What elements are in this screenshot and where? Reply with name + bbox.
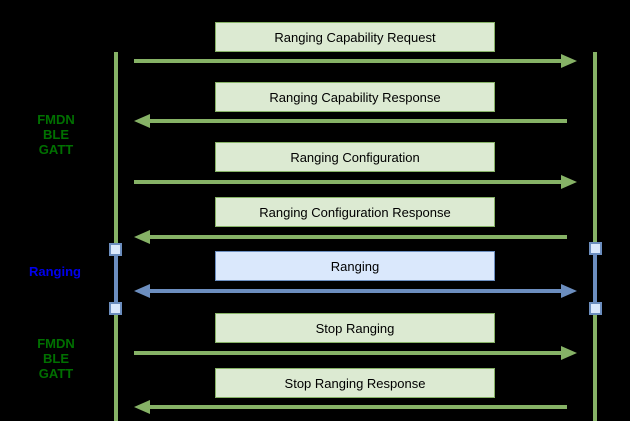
arrowhead-left-icon	[134, 284, 150, 298]
message-box-ranging-capability-response: Ranging Capability Response	[215, 82, 495, 112]
arrow-shaft	[148, 235, 567, 239]
arrowhead-left-icon	[134, 230, 150, 244]
label-line: FMDN	[37, 112, 75, 127]
activation-marker-right-top	[589, 242, 602, 255]
arrowhead-right-icon	[561, 54, 577, 68]
activation-marker-left-bottom	[109, 302, 122, 315]
arrow-shaft	[134, 180, 563, 184]
lifeline-right-ranging-segment	[593, 249, 597, 309]
message-box-ranging-configuration-response: Ranging Configuration Response	[215, 197, 495, 227]
label-line: BLE	[43, 351, 69, 366]
arrowhead-right-icon	[561, 346, 577, 360]
message-label: Ranging Configuration	[290, 149, 420, 165]
arrow-shaft	[134, 59, 563, 63]
message-label: Ranging Capability Request	[274, 29, 436, 45]
arrowhead-left-icon	[134, 114, 150, 128]
label-line: GATT	[38, 366, 74, 381]
arrow-stop-ranging	[134, 346, 577, 360]
message-label: Ranging Configuration Response	[259, 204, 451, 220]
message-box-ranging-configuration: Ranging Configuration	[215, 142, 495, 172]
label-line: GATT	[38, 142, 74, 157]
arrow-shaft	[148, 289, 563, 293]
message-label: Ranging	[330, 258, 380, 274]
activation-marker-right-bottom	[589, 302, 602, 315]
label-ranging: Ranging	[10, 264, 100, 279]
message-box-stop-ranging-response: Stop Ranging Response	[215, 368, 495, 398]
message-box-ranging: Ranging	[215, 251, 495, 281]
label-line: FMDN	[37, 336, 75, 351]
arrow-ranging-bidirectional	[134, 284, 577, 298]
lifeline-left	[114, 52, 118, 421]
lifeline-left-ranging-segment	[114, 249, 118, 309]
label-line: Ranging	[29, 264, 81, 279]
arrow-shaft	[134, 351, 563, 355]
arrow-ranging-configuration-response	[134, 230, 577, 244]
arrow-ranging-capability-response	[134, 114, 577, 128]
message-label: Stop Ranging	[315, 320, 395, 336]
label-line: BLE	[43, 127, 69, 142]
arrow-ranging-capability-request	[134, 54, 577, 68]
message-box-stop-ranging: Stop Ranging	[215, 313, 495, 343]
arrow-ranging-configuration	[134, 175, 577, 189]
lifeline-right	[593, 52, 597, 421]
arrow-stop-ranging-response	[134, 400, 577, 414]
label-fmdn-ble-gatt-bottom: FMDN BLE GATT	[11, 336, 101, 381]
arrow-shaft	[148, 405, 567, 409]
message-label: Ranging Capability Response	[269, 89, 441, 105]
arrowhead-right-icon	[561, 175, 577, 189]
message-box-ranging-capability-request: Ranging Capability Request	[215, 22, 495, 52]
message-label: Stop Ranging Response	[284, 375, 426, 391]
arrowhead-left-icon	[134, 400, 150, 414]
arrow-shaft	[148, 119, 567, 123]
label-fmdn-ble-gatt-top: FMDN BLE GATT	[11, 112, 101, 157]
activation-marker-left-top	[109, 243, 122, 256]
arrowhead-right-icon	[561, 284, 577, 298]
